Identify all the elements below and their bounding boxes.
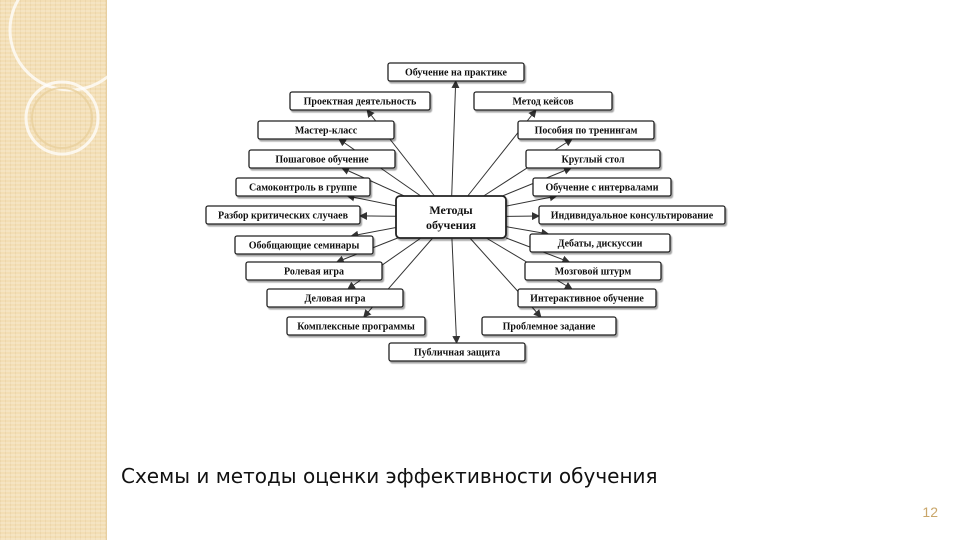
method-node: Проектная деятельность [289, 91, 431, 111]
method-node: Разбор критических случаев [205, 205, 361, 225]
method-node: Обобщающие семинары [234, 235, 374, 255]
method-label: Публичная защита [414, 348, 500, 359]
method-label: Разбор критических случаев [218, 211, 349, 222]
method-node: Комплексные программы [286, 316, 426, 336]
arrow-13 [505, 226, 550, 237]
center-label-line-1: Методы [429, 203, 473, 217]
method-label: Обучение на практике [405, 68, 507, 79]
method-box [286, 316, 426, 336]
arrow-9 [505, 193, 558, 207]
center-node: Методы обучения [395, 195, 507, 239]
method-box [529, 233, 671, 253]
method-label: Метод кейсов [512, 97, 574, 108]
slide-caption: Схемы и методы оценки эффективности обуч… [121, 464, 658, 488]
method-node: Обучение на практике [387, 62, 525, 82]
method-node: Самоконтроль в группе [235, 177, 371, 197]
method-node: Пошаговое обучение [248, 149, 396, 169]
method-label: Мозговой штурм [555, 267, 632, 278]
method-box [532, 177, 672, 197]
method-label: Обучение с интервалами [546, 183, 659, 194]
method-box [481, 316, 617, 336]
method-box [234, 235, 374, 255]
method-label: Круглый стол [561, 155, 624, 166]
method-label: Комплексные программы [297, 322, 415, 333]
method-label: Мастер-класс [295, 126, 358, 137]
method-label: Интерактивное обучение [530, 294, 644, 305]
method-label: Пошаговое обучение [275, 155, 369, 166]
method-label: Проблемное задание [503, 322, 596, 333]
method-label: Индивидуальное консультирование [551, 211, 714, 222]
method-box [235, 177, 371, 197]
arrow-12 [350, 227, 397, 239]
method-label: Дебаты, дискуссии [558, 239, 643, 250]
arrow-20 [451, 237, 461, 344]
method-box [248, 149, 396, 169]
method-node: Дебаты, дискуссии [529, 233, 671, 253]
method-box [205, 205, 361, 225]
side-band-edge [106, 0, 107, 540]
method-box [289, 91, 431, 111]
arrow-6 [341, 167, 405, 197]
method-node: Проблемное задание [481, 316, 617, 336]
method-node: Мастер-класс [257, 120, 395, 140]
method-box [266, 288, 404, 308]
method-node: Ролевая игра [245, 261, 383, 281]
method-label: Обобщающие семинары [249, 241, 360, 252]
method-node: Мозговой штурм [524, 261, 662, 281]
method-box [257, 120, 395, 140]
method-box [245, 261, 383, 281]
method-label: Проектная деятельность [304, 97, 417, 108]
center-label-line-2: обучения [426, 218, 476, 232]
decorative-rings [8, 0, 130, 156]
method-box [524, 261, 662, 281]
method-box [473, 91, 613, 111]
method-node: Деловая игра [266, 288, 404, 308]
method-node: Круглый стол [525, 149, 661, 169]
arrow-8 [346, 193, 397, 207]
method-label: Самоконтроль в группе [249, 183, 358, 194]
arrow-1 [451, 80, 460, 197]
method-box [538, 205, 726, 225]
method-label: Ролевая игра [284, 267, 344, 278]
method-node: Индивидуальное консультирование [538, 205, 726, 225]
method-node: Публичная защита [388, 342, 526, 362]
method-box [387, 62, 525, 82]
method-box [517, 120, 655, 140]
method-node: Обучение с интервалами [532, 177, 672, 197]
method-node: Метод кейсов [473, 91, 613, 111]
method-node: Пособия по тренингам [517, 120, 655, 140]
method-label: Пособия по тренингам [535, 126, 638, 137]
method-box [388, 342, 526, 362]
method-box [525, 149, 661, 169]
method-node: Интерактивное обучение [517, 288, 657, 308]
method-label: Деловая игра [305, 294, 366, 305]
page-number: 12 [922, 504, 938, 520]
method-box [517, 288, 657, 308]
